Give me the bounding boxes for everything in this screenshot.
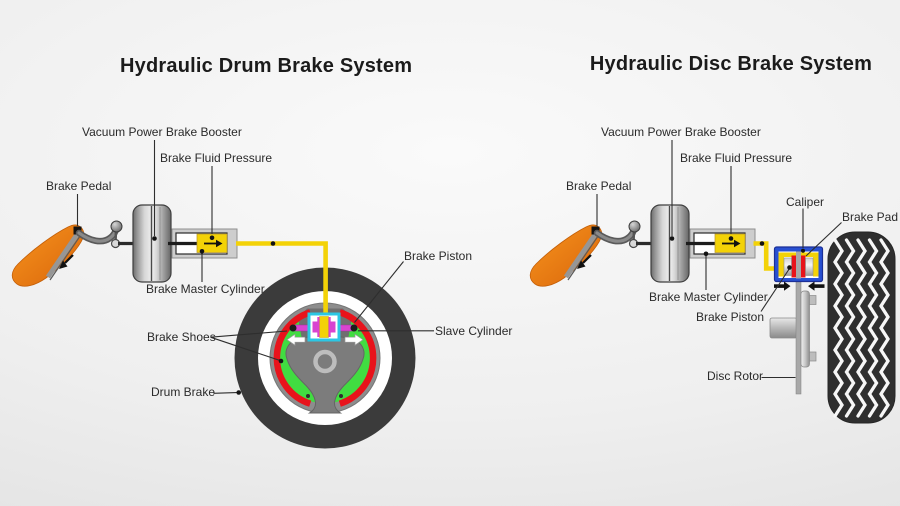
brake-line-junction-right [759,241,765,246]
label-brake-pedal-left: Brake Pedal [46,179,112,193]
label-brake-piston-left: Brake Piston [404,249,473,263]
clamp-arrow-left-shaft [774,284,784,288]
shoe-lining-left [273,309,312,407]
label-fluid-pressure-left: Brake Fluid Pressure [160,151,273,165]
disc-brake-assembly [753,231,896,424]
adjuster-pin-left [306,394,310,398]
adjuster-pin-right [339,394,343,398]
label-caliper: Caliper [786,195,825,209]
drum-system-title: Hydraulic Drum Brake System [120,55,413,77]
label-fluid-pressure-right: Brake Fluid Pressure [680,151,793,165]
leader-lines [76,140,842,395]
shoe-force-arrow-right [344,333,364,346]
disc-system-title: Hydraulic Disc Brake System [589,53,873,75]
brake-line-left [236,241,328,313]
drum-brake-wheel [234,241,416,449]
anchor-hub-bracket [285,335,365,414]
shoe-lining-right [338,309,377,407]
label-slave-cylinder: Slave Cylinder [435,324,513,338]
caliper-fluid-right [813,257,819,277]
wheel-stud-top [809,295,817,305]
pedal-assembly-right [530,205,755,286]
pedal-assembly-left [12,205,237,286]
brake-pad-left [791,255,796,278]
label-vacuum-booster-right: Vacuum Power Brake Booster [601,125,761,139]
label-vacuum-booster-left: Vacuum Power Brake Booster [82,125,242,139]
shoe-force-arrow-left [286,333,306,346]
wheel-stud-bottom [809,351,817,362]
slave-piston-seal-left [317,317,320,337]
slave-piston-right [328,321,336,333]
axle-spindle [769,317,798,339]
clamp-arrow-left-head [784,281,791,291]
rotor-in-caliper [796,251,801,279]
label-brake-pedal-right: Brake Pedal [566,179,632,193]
label-disc-rotor: Disc Rotor [707,369,764,383]
tire [827,231,896,424]
brake-pad-right [801,255,806,278]
clamp-arrow-right-shaft [814,284,825,288]
clamp-arrow-right-head [808,281,815,291]
label-master-cylinder-right: Brake Master Cylinder [649,290,768,304]
shoe-pivot-right [350,324,358,332]
label-master-cylinder-left: Brake Master Cylinder [146,282,265,296]
hub-bore [313,349,337,374]
caliper-fluid-left [778,257,784,277]
label-brake-piston-right: Brake Piston [696,310,765,324]
label-brake-pad: Brake Pad [842,210,899,224]
rotor-hat [800,290,810,368]
label-drum-brake: Drum Brake [151,385,216,399]
slave-piston-seal-right [328,317,331,337]
caliper-piston-right [805,257,814,276]
label-brake-shoes: Brake Shoes [147,330,216,344]
slave-cylinder-fluid [319,316,329,338]
brake-line-junction [270,241,276,246]
slave-piston-left [312,321,320,333]
shoe-pivot-left [289,324,297,332]
